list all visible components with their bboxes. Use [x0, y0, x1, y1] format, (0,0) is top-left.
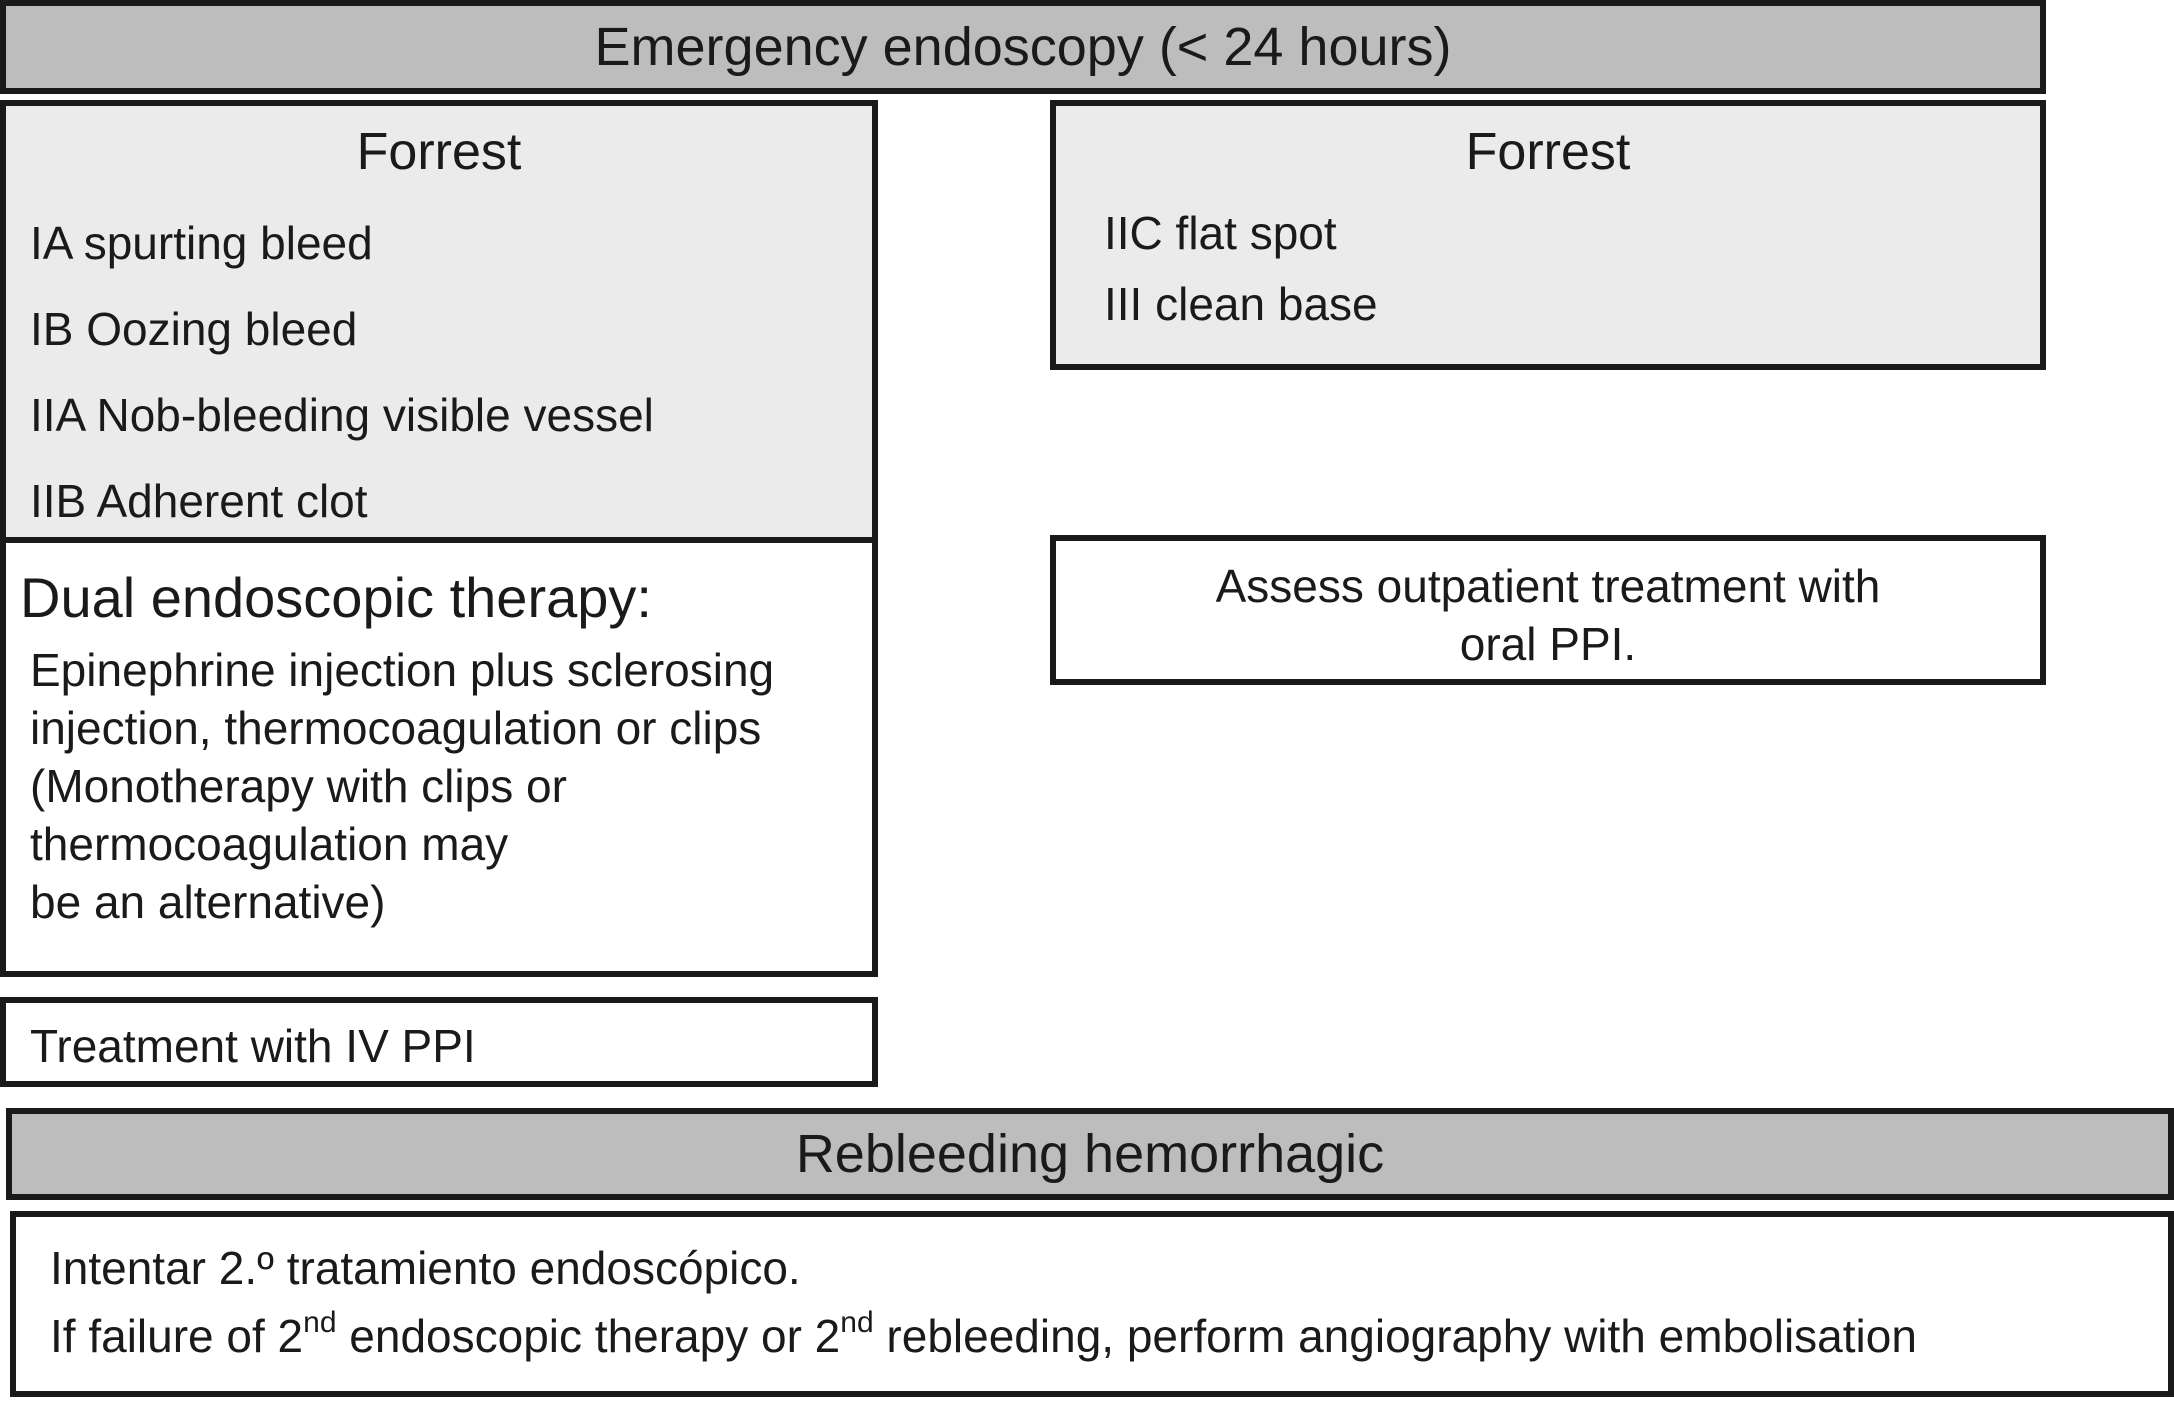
rebleeding-title: Rebleeding hemorrhagic — [795, 1124, 1385, 1184]
rebleeding-line-2-part: rebleeding, perform angiography with emb… — [873, 1310, 1917, 1362]
rebleeding-line-2: If failure of 2nd endoscopic therapy or … — [50, 1306, 1917, 1363]
forrest-iii-item: III clean base — [1104, 278, 1378, 330]
rebleeding-content-panel: Intentar 2.º tratamiento endoscópico. If… — [10, 1211, 2174, 1397]
rebleeding-line-2-part: endoscopic therapy or 2 — [336, 1310, 841, 1362]
dual-therapy-line: (Monotherapy with clips or — [30, 760, 567, 812]
forrest-ib-item: IB Oozing bleed — [30, 303, 358, 355]
dual-therapy-panel: Dual endoscopic therapy: Epinephrine inj… — [0, 537, 878, 977]
rebleeding-line-2-part: If failure of 2 — [50, 1310, 304, 1362]
forrest-ia-item: IA spurting bleed — [30, 217, 373, 269]
dual-therapy-line: thermocoagulation may — [30, 818, 509, 870]
forrest-iic-item: IIC flat spot — [1104, 207, 1337, 259]
iv-ppi-panel: Treatment with IV PPI — [0, 997, 878, 1087]
forrest-low-risk-panel: Forrest IIC flat spot III clean base — [1050, 100, 2046, 370]
iv-ppi-text: Treatment with IV PPI — [30, 1020, 476, 1072]
rebleeding-header: Rebleeding hemorrhagic — [6, 1108, 2174, 1200]
emergency-endoscopy-title: Emergency endoscopy (< 24 hours) — [594, 17, 1452, 77]
forrest-high-risk-panel: Forrest IA spurting bleed IB Oozing blee… — [0, 100, 878, 543]
dual-therapy-title: Dual endoscopic therapy: — [20, 566, 652, 629]
forrest-low-risk-title: Forrest — [1465, 123, 1631, 181]
emergency-endoscopy-header: Emergency endoscopy (< 24 hours) — [0, 0, 2046, 94]
forrest-iia-item: IIA Nob-bleeding visible vessel — [30, 389, 654, 441]
dual-therapy-line: injection, thermocoagulation or clips — [30, 702, 762, 754]
dual-therapy-line: Epinephrine injection plus sclerosing — [30, 644, 775, 696]
outpatient-treatment-line: oral PPI. — [1459, 618, 1637, 670]
outpatient-treatment-panel: Assess outpatient treatment with oral PP… — [1050, 535, 2046, 685]
forrest-high-risk-title: Forrest — [356, 123, 522, 181]
ordinal-superscript: nd — [840, 1306, 874, 1339]
forrest-iib-item: IIB Adherent clot — [30, 475, 368, 527]
outpatient-treatment-line: Assess outpatient treatment with — [1215, 560, 1881, 612]
ordinal-superscript: nd — [303, 1306, 337, 1339]
dual-therapy-line: be an alternative) — [30, 876, 386, 928]
rebleeding-line-1: Intentar 2.º tratamiento endoscópico. — [50, 1242, 801, 1294]
